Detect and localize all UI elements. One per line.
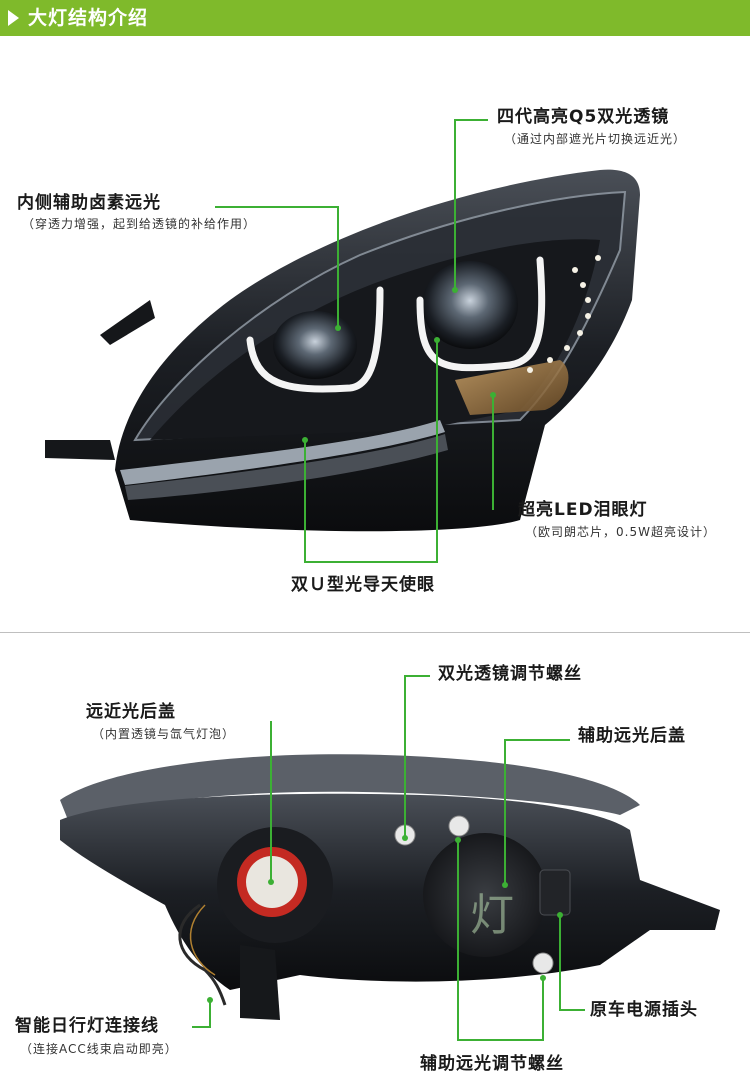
play-arrow-icon xyxy=(8,10,19,26)
callout-aux-screw-label: 辅助远光调节螺丝 xyxy=(420,1054,564,1074)
callout-led-label: 超亮LED泪眼灯 xyxy=(518,500,648,520)
callout-lens-screw-label: 双光透镜调节螺丝 xyxy=(438,664,582,684)
section-header: 大灯结构介绍 xyxy=(0,0,750,36)
callout-q5-lens-label: 四代高亮Q5双光透镜 xyxy=(497,107,670,127)
callout-power-plug-label: 原车电源插头 xyxy=(590,1000,698,1020)
callout-rear-cap-sub: （内置透镜与氙气灯泡） xyxy=(92,727,236,741)
callout-drl-sub: （连接ACC线束启动即亮） xyxy=(20,1042,178,1056)
section-title: 大灯结构介绍 xyxy=(28,7,149,29)
callout-rear-cap-label: 远近光后盖 xyxy=(86,702,176,722)
callout-led-sub: （欧司朗芯片，0.5W超亮设计） xyxy=(525,525,716,539)
callout-halogen-sub: （穿透力增强，起到给透镜的补给作用） xyxy=(22,217,257,231)
watermark-text: 灯 xyxy=(470,890,514,941)
rear-headlight: 灯 xyxy=(60,754,720,1020)
callout-drl-label: 智能日行灯连接线 xyxy=(15,1016,159,1036)
callout-halogen-label: 内侧辅助卤素远光 xyxy=(17,193,161,213)
section-divider xyxy=(0,632,750,633)
callout-q5-lens-sub: （通过内部遮光片切换远近光） xyxy=(504,132,687,146)
callout-aux-cap-label: 辅助远光后盖 xyxy=(578,726,686,746)
callout-angel-eye-label: 双Ｕ型光导天使眼 xyxy=(291,575,435,595)
